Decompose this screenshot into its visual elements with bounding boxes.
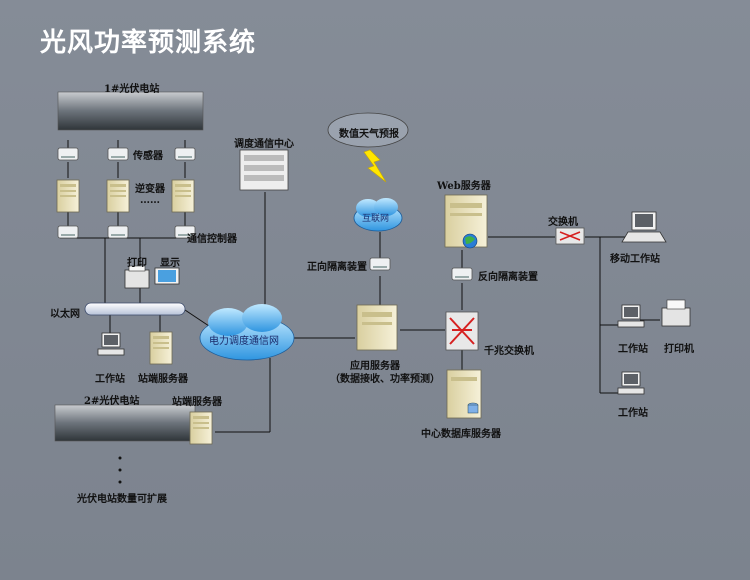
reverse-isolation-label: 反向隔离装置 (478, 272, 538, 283)
workstation-icon (617, 304, 645, 328)
dispatch-center-label: 调度通信中心 (234, 139, 294, 150)
workstation-label: 工作站 (618, 408, 648, 419)
comm-controller-device (57, 225, 79, 239)
dots-label: …… (140, 195, 160, 206)
inverter-label: 逆变器 (135, 184, 165, 195)
weather-bubble (327, 112, 409, 148)
gigabit-switch-label: 千兆交换机 (484, 346, 534, 357)
app-server-icon (356, 304, 398, 351)
ethernet-label: 以太网 (50, 309, 80, 320)
printer-label: 打印机 (664, 344, 694, 355)
forward-isolation-device (369, 257, 391, 271)
inverter-device (56, 179, 80, 213)
sensor-label: 传感器 (133, 151, 163, 162)
sensor-device (174, 147, 196, 161)
lightning-icon (363, 149, 387, 183)
grid-network-cloud (199, 304, 295, 361)
sensor-device (57, 147, 79, 161)
printer-icon (124, 269, 150, 289)
weather-label: 数值天气预报 (339, 129, 399, 140)
page-title: 光风功率预测系统 (40, 28, 257, 58)
workstation-label: 工作站 (618, 344, 648, 355)
grid-network-label: 电力调度通信网 (209, 336, 279, 347)
switch-label: 交换机 (548, 217, 578, 228)
printer-icon (661, 299, 691, 327)
station-server-label: 站端服务器 (172, 397, 222, 408)
inverter-device (106, 179, 130, 213)
inverter-device (171, 179, 195, 213)
station-server-label: 站端服务器 (138, 374, 188, 385)
station-server-icon (149, 331, 173, 365)
app-server-subtitle: （数据接收、功率预测） (330, 374, 440, 385)
solar-panel-station1 (57, 91, 204, 131)
reverse-isolation-device (451, 267, 473, 281)
db-server-label: 中心数据库服务器 (421, 429, 501, 440)
workstation-label: 工作站 (95, 374, 125, 385)
app-server-label: 应用服务器 (350, 361, 400, 372)
sensor-device (107, 147, 129, 161)
workstation-icon (97, 332, 125, 356)
comm-controller-label: 通信控制器 (187, 234, 237, 245)
internet-cloud (353, 198, 403, 232)
station2-label: 2#光伏电站 (84, 396, 140, 407)
workstation-icon (617, 371, 645, 395)
comm-controller-device (107, 225, 129, 239)
print-label: 打印 (127, 258, 147, 269)
internet-label: 互联网 (362, 214, 390, 224)
station-server-icon (189, 411, 213, 445)
forward-isolation-label: 正向隔离装置 (307, 262, 367, 273)
solar-panel-station2 (54, 404, 196, 442)
station1-label: 1#光伏电站 (104, 84, 160, 95)
display-label: 显示 (160, 258, 180, 269)
laptop-icon (621, 211, 667, 243)
web-server-label: Web服务器 (437, 181, 491, 192)
mobile-workstation-label: 移动工作站 (610, 254, 660, 265)
ethernet-bus (84, 302, 186, 316)
expandable-label: 光伏电站数量可扩展 (77, 494, 167, 505)
